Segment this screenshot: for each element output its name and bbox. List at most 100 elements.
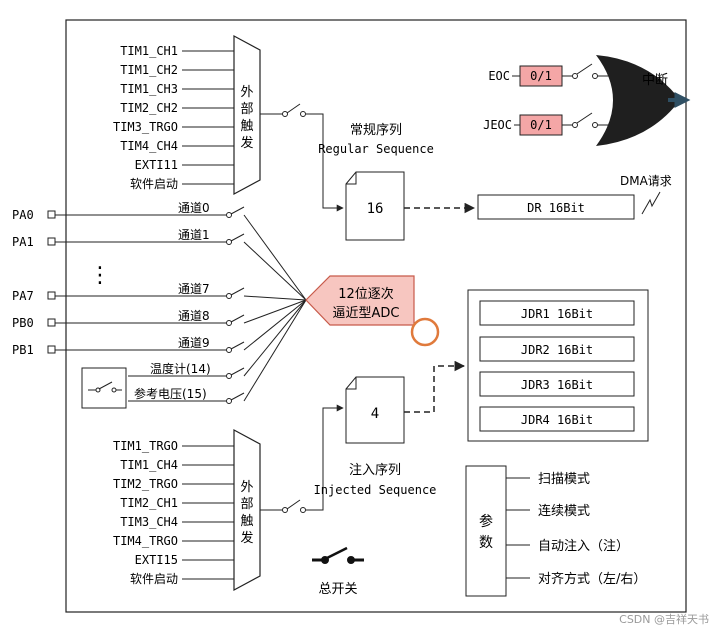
dma-request-label: DMA请求 <box>620 174 672 188</box>
trigger-label: 软件启动 <box>130 177 178 191</box>
jdr2-register <box>479 336 635 362</box>
svg-text:JDR3 16Bit: JDR3 16Bit <box>521 378 593 392</box>
injected-trigger-8: 软件启动 <box>130 572 234 586</box>
regular-sequence-title-en: Regular Sequence <box>318 142 434 156</box>
injected-trigger-6: TIM4_TRGO <box>113 534 234 548</box>
params-title-2: 数 <box>479 535 493 551</box>
svg-text:TIM2_CH1: TIM2_CH1 <box>120 496 178 510</box>
channel-labels: 通道0 通道1 通道7 通道8 通道9 温度计(14) 参考电压(15) <box>134 201 211 401</box>
svg-text:部: 部 <box>240 497 253 512</box>
svg-text:外: 外 <box>240 480 253 495</box>
channel-1-label: 通道1 <box>178 228 210 242</box>
injected-trigger-7: EXTI15 <box>135 553 234 567</box>
svg-text:PB0: PB0 <box>12 316 34 330</box>
channel-7-label: 通道7 <box>178 282 210 296</box>
highlight-ring <box>410 317 440 347</box>
internal-sensor-box <box>81 367 127 409</box>
svg-text:触: 触 <box>240 514 253 529</box>
pins-ellipsis: ⋮ <box>89 263 111 288</box>
svg-text:发: 发 <box>240 135 253 151</box>
svg-text:软件启动: 软件启动 <box>130 572 178 586</box>
trigger-label: TIM1_CH3 <box>120 82 178 96</box>
injected-to-jdr-arrow <box>404 360 466 413</box>
params-lines <box>506 477 530 579</box>
trigger-label: TIM3_TRGO <box>113 120 178 134</box>
svg-text:TIM2_TRGO: TIM2_TRGO <box>113 477 178 491</box>
master-switch-label: 总开关 <box>318 582 357 597</box>
regular-trigger-6: TIM4_CH4 <box>120 139 234 153</box>
regular-trigger-3: TIM1_CH3 <box>120 82 234 96</box>
svg-text:EXTI15: EXTI15 <box>135 553 178 567</box>
pin-pa0: PA0 <box>12 208 56 222</box>
regular-trigger-4: TIM2_CH2 <box>120 101 234 115</box>
pin-pa7: PA7 <box>12 289 56 303</box>
regular-trigger-inputs: TIM1_CH1 TIM1_CH2 TIM1_CH3 TIM2_CH2 TIM3… <box>113 44 234 191</box>
channel-0-label: 通道0 <box>178 201 210 215</box>
internal-sensor-switch <box>88 381 122 393</box>
regular-sequence-doc <box>345 171 405 241</box>
jdr4-register <box>479 406 635 432</box>
pin-pa1: PA1 <box>12 235 56 249</box>
svg-text:TIM1_TRGO: TIM1_TRGO <box>113 439 178 453</box>
temperature-sensor-label: 温度计(14) <box>150 361 211 376</box>
regular-trigger-5: TIM3_TRGO <box>113 120 234 134</box>
svg-text:JDR4 16Bit: JDR4 16Bit <box>521 413 593 427</box>
injected-trigger-switch <box>260 404 344 513</box>
dma-lightning-icon <box>641 191 661 215</box>
params-box <box>465 465 507 597</box>
injected-trigger-1: TIM1_TRGO <box>113 439 234 453</box>
trigger-label: TIM1_CH1 <box>120 44 178 58</box>
svg-text:外: 外 <box>240 85 253 100</box>
injected-trigger-mux <box>233 428 261 592</box>
adc-frame <box>65 19 687 613</box>
master-switch-icon <box>312 546 364 564</box>
jeoc-flag-value: 0/1 <box>530 118 552 132</box>
regular-sequence-count: 16 <box>367 201 384 217</box>
param-auto-injection: 自动注入（注） <box>538 539 629 554</box>
vref-label: 参考电压(15) <box>134 386 207 401</box>
svg-text:触: 触 <box>240 119 253 134</box>
regular-trigger-mux <box>233 34 261 196</box>
trigger-label: TIM1_CH2 <box>120 63 178 77</box>
adc-block <box>305 275 415 326</box>
svg-text:JDR1 16Bit: JDR1 16Bit <box>521 307 593 321</box>
svg-text:TIM1_CH4: TIM1_CH4 <box>120 458 178 472</box>
dr-register-label: DR 16Bit <box>527 201 585 215</box>
injected-trigger-inputs: TIM1_TRGO TIM1_CH4 TIM2_TRGO TIM2_CH1 TI… <box>113 439 234 586</box>
injected-trigger-4: TIM2_CH1 <box>120 496 234 510</box>
injected-trigger-3: TIM2_TRGO <box>113 477 234 491</box>
injected-trigger-5: TIM3_CH4 <box>120 515 234 529</box>
jeoc-switch <box>562 112 612 128</box>
watermark: CSDN @吉祥天书 <box>619 613 709 626</box>
svg-text:PA1: PA1 <box>12 235 34 249</box>
dr-register <box>477 194 635 220</box>
jdr-registers: JDR1 16Bit JDR2 16Bit JDR3 16Bit JDR4 16… <box>479 300 635 432</box>
param-scan-mode: 扫描模式 <box>538 472 590 487</box>
param-continuous-mode: 连续模式 <box>538 503 590 519</box>
or-gate <box>596 55 680 146</box>
channel-lines <box>55 206 307 404</box>
regular-trigger-2: TIM1_CH2 <box>120 63 234 77</box>
svg-text:TIM3_CH4: TIM3_CH4 <box>120 515 178 529</box>
param-alignment: 对齐方式（左/右） <box>538 571 646 587</box>
pin-pb1: PB1 <box>12 343 56 357</box>
eoc-flag-value: 0/1 <box>530 69 552 83</box>
svg-text:PA0: PA0 <box>12 208 34 222</box>
svg-text:JDR2 16Bit: JDR2 16Bit <box>521 343 593 357</box>
interrupt-label: 中断 <box>642 73 668 88</box>
pin-pb0: PB0 <box>12 316 56 330</box>
regular-trigger-1: TIM1_CH1 <box>120 44 234 58</box>
injected-sequence-title-cn: 注入序列 <box>349 463 401 478</box>
eoc-label: EOC <box>488 69 510 83</box>
trigger-label: TIM2_CH2 <box>120 101 178 115</box>
regular-trigger-8: 软件启动 <box>130 177 234 191</box>
trigger-label: EXTI11 <box>135 158 178 172</box>
injected-trigger-2: TIM1_CH4 <box>120 458 234 472</box>
regular-trigger-switch <box>260 103 344 212</box>
injected-sequence-title-en: Injected Sequence <box>314 483 437 497</box>
regular-mux-label: 外 部 触 发 <box>240 85 253 151</box>
channel-9-label: 通道9 <box>178 336 210 350</box>
params-list: 扫描模式 连续模式 自动注入（注） 对齐方式（左/右） <box>538 472 646 587</box>
injected-sequence-doc <box>345 376 405 444</box>
